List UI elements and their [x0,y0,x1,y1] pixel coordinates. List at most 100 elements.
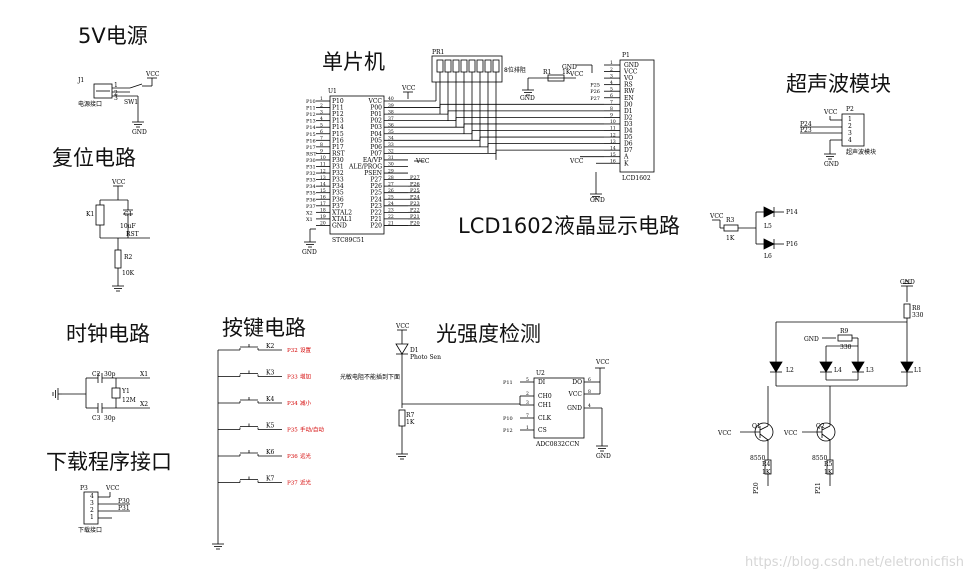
power-section: J1 电源接口 1 2 3 SW1 VCC GND [77,71,160,136]
mcu-pin-name: P32 [332,170,344,177]
power-pin-2: 2 [114,90,118,97]
adc-pin-number: 2 [526,391,529,397]
mcu-net-label: P16 [306,138,316,144]
mcu-pin-number: 12 [320,168,326,174]
mcu-pin-name: P00 [370,105,382,112]
mcu-pin-number: 23 [388,208,394,214]
lcd-pin-number: 10 [610,119,616,125]
driver-q1-vcc-label: VCC [717,430,732,437]
mcu-pin-number: 13 [320,175,326,181]
mcu-pin-number: 29 [388,168,394,174]
mcu-pin-number: 36 [388,122,394,128]
mcu-vcc-label: VCC [401,85,416,92]
lcd-section: GND1VCC2VO3RS4RW5EN6D07D18D29D310D411D51… [408,52,655,204]
key-net: P32 [287,348,298,354]
lcd-pin-number: 1 [610,60,613,66]
clock-c2-ref: C2 [92,371,101,378]
mcu-pin-number: 21 [388,221,394,227]
mcu-pin-name: P11 [332,105,344,112]
mcu-pin-name: P30 [332,157,344,164]
driver-led-l1 [900,361,914,373]
mcu-pin-number: 14 [320,181,326,187]
clock-x2-net: X2 [140,401,148,408]
mcu-pin-name: P22 [370,209,382,216]
mcu-pin-name: P21 [370,216,382,223]
driver-section: GND R8 330 GND R9 330 L2 L4 L3 L1 Q1 855… [717,279,924,494]
driver-led-l2 [769,361,783,373]
ultrasonic-pin-3: 3 [848,130,852,137]
mcu-net-label: P10 [306,99,316,105]
mcu-pin-number: 3 [320,109,323,115]
ultrasonic-net-2: P23 [800,127,812,134]
reset-cap-value: 10uF [120,223,136,230]
lcd-gnd-label: GND [562,64,577,71]
led-l6-ref: L6 [764,253,772,260]
mcu-net-label: P23 [410,201,420,207]
ultrasonic-ref: P2 [846,106,854,113]
lcd-control-net: P25 [590,83,600,89]
resistor-array-cell [492,59,500,73]
adc-ref: U2 [536,370,545,377]
mcu-pin-name: P33 [332,177,344,184]
photo-sensor [395,343,409,355]
reset-section: VCC K1 C1 10uF R2 10K RST [86,179,150,292]
lcd-contrast-resistor [547,74,565,82]
mcu-section: P101P10P112P11P123P12P134P13P145P14P156P… [302,85,424,256]
adc-pin-number: 6 [588,377,591,383]
reset-vcc-label: VCC [111,179,126,186]
adc-pin-name: GND [567,405,582,412]
lcd-pin-name: GND [624,62,639,69]
mcu-ref: U1 [328,88,337,95]
mcu-net-label: P32 [306,171,316,177]
driver-r9-ref: R9 [840,328,849,335]
adc-pin-number: 8 [588,389,591,395]
lcd-pin-name: A [623,154,629,161]
mcu-net-label: P15 [306,132,316,138]
resistor-array-cell [436,59,444,73]
key-net: P36 [287,454,298,460]
mcu-pin-number: 19 [320,214,326,220]
lcd-ref: P1 [622,52,630,59]
ultrasonic-net-1: P24 [800,121,812,128]
lcd-pin-name: VO [623,75,633,82]
mcu-pin-number: 39 [388,103,394,109]
led-resistor [723,224,739,232]
led-l5-ref: L5 [764,223,772,230]
section-title-mcu: 单片机 [322,50,385,74]
mcu-pin-name: P12 [332,111,344,118]
light-resistor-r7 [398,409,406,427]
mcu-pin-name: P34 [332,183,344,190]
mcu-net-label: RST [306,151,317,157]
download-header [83,491,99,525]
mcu-pin-number: 11 [320,162,326,168]
ultrasonic-gnd-label: GND [824,161,839,168]
mcu-pin-name: P24 [370,196,382,203]
mcu-pin-name: P36 [332,196,344,203]
resistor-array-ref: PR1 [432,49,444,56]
lcd-pin-number: 8 [610,106,613,112]
mcu-net-label: P21 [410,214,420,220]
download-ref: P3 [80,485,88,492]
key-net: P33 [287,375,298,381]
mcu-pin-name: P02 [370,118,382,125]
lcd-backlight-vcc-label: VCC [569,158,584,165]
mcu-pin-number: 4 [320,116,323,122]
driver-l1-ref: L1 [914,367,922,374]
led-resistor-value: 1K [726,235,735,242]
adc-pin-name: CS [538,427,547,434]
reset-key-ref: K1 [86,211,94,218]
mcu-net-label: P34 [306,184,316,190]
mcu-pin-name: P20 [370,222,382,229]
led-vcc-label: VCC [709,213,724,220]
mcu-net-label: P27 [410,175,420,181]
mcu-pin-number: 6 [320,129,323,135]
adc-pin-number: 4 [588,403,591,409]
lcd-pin-number: 15 [610,152,616,158]
resistor-array-cell [460,59,468,73]
led-l6-net: P16 [786,241,798,248]
mcu-pin-number: 25 [388,194,394,200]
adc-pin-name: CH1 [538,402,552,409]
key-ref: K5 [266,423,274,430]
download-section: P3 4 3 2 1 VCC P30 P31 下载接口 [78,485,130,534]
